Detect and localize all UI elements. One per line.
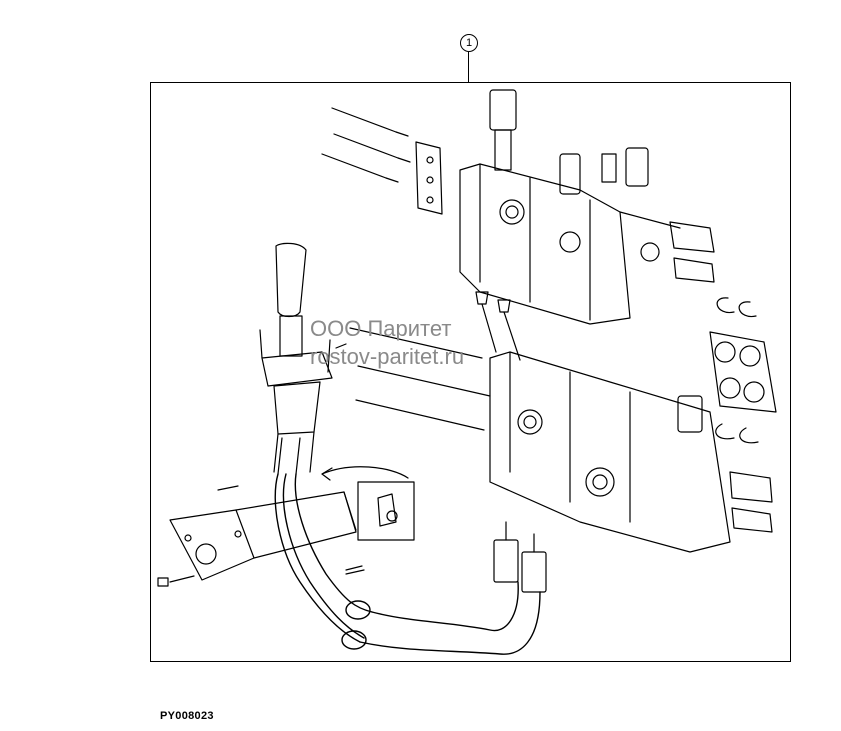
callout-number: 1 xyxy=(460,34,478,52)
lower-control-valve xyxy=(489,351,773,553)
coupler-block xyxy=(709,297,777,444)
fittings xyxy=(475,291,521,361)
end-plate xyxy=(415,141,443,215)
exploded-view-drawing xyxy=(157,89,777,655)
upper-tie-rods xyxy=(321,107,411,183)
joystick-lever xyxy=(259,242,333,475)
hose-fittings xyxy=(493,521,547,593)
mounting-bracket xyxy=(157,491,363,587)
bolts xyxy=(217,343,365,575)
hydraulic-hoses xyxy=(274,473,541,655)
diagram-frame xyxy=(150,82,791,662)
lower-tie-rods xyxy=(349,327,491,431)
detail-inset xyxy=(321,466,415,541)
figure-id: PY008023 xyxy=(160,710,214,722)
callout-leader-line xyxy=(468,52,469,82)
upper-control-valve xyxy=(459,89,715,325)
